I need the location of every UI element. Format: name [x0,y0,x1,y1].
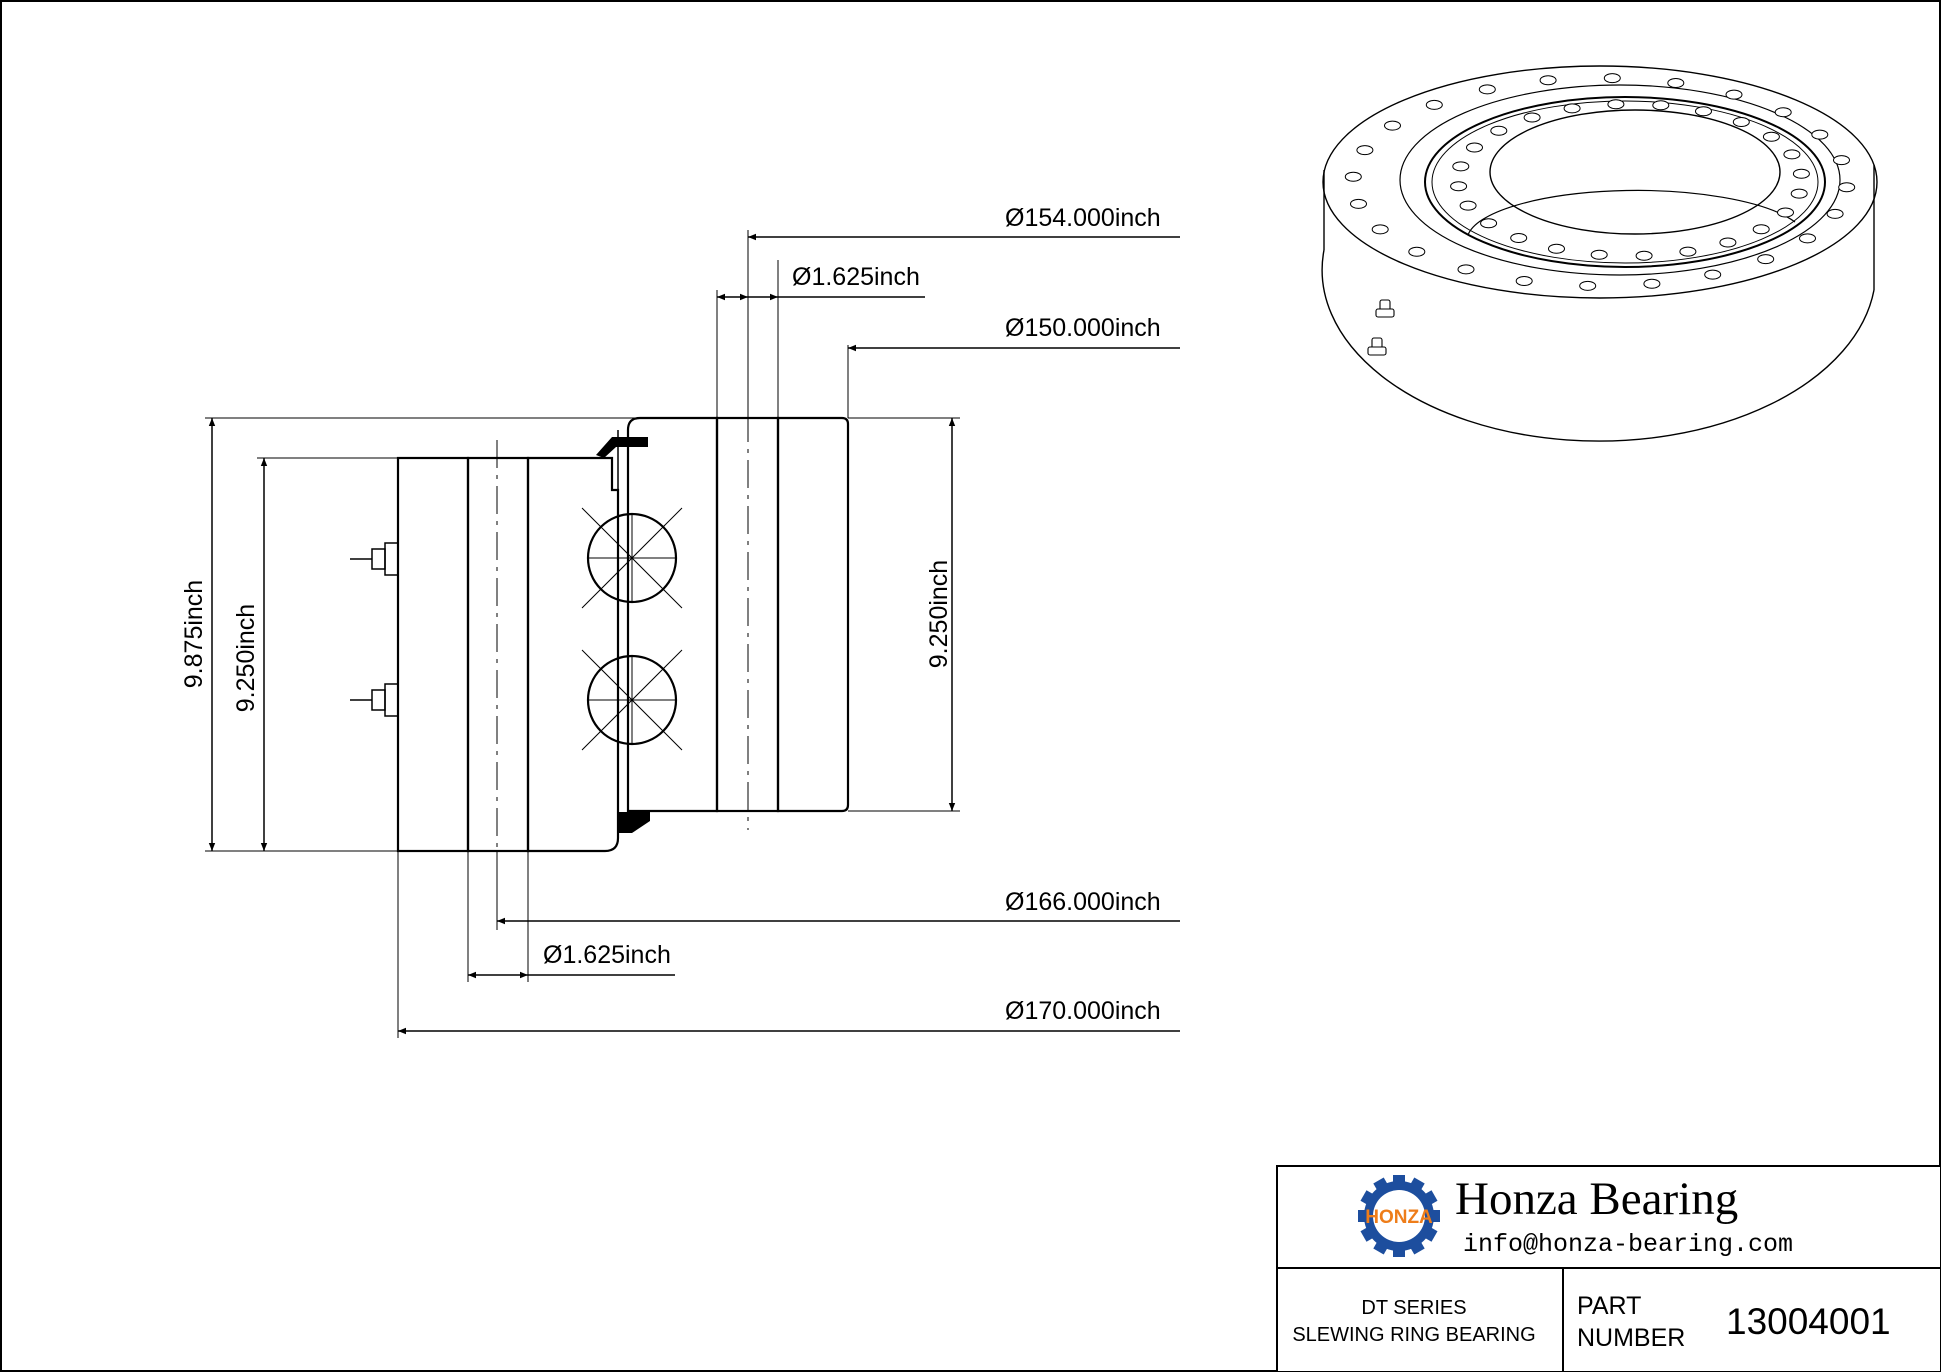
dim-top-2: Ø150.000inch [1005,314,1161,342]
dim-top-0: Ø154.000inch [1005,204,1161,232]
mounting-hole [1652,100,1670,111]
series-line-1: DT SERIES [1361,1297,1466,1319]
dim-height-inner: 9.250inch [232,604,260,712]
mounting-hole [1635,250,1653,261]
gear-tooth [1407,1236,1425,1255]
mounting-hole [1563,103,1581,114]
mounting-hole [1790,188,1808,199]
mounting-hole [1344,171,1362,182]
title-block: HONZA Honza Bearing info@honza-bearing.c… [1276,1165,1941,1372]
part-number: 13004001 [1726,1301,1891,1342]
mounting-hole [1408,246,1426,257]
grease-nipple-upper [350,542,399,576]
top-seal [596,437,648,458]
mounting-hole [1371,224,1389,235]
inner-ring-left-part [626,416,719,813]
outer-ring-right-part [526,456,620,853]
mounting-hole [1579,280,1597,291]
mounting-hole [1811,129,1829,140]
mounting-hole [1725,89,1743,100]
mounting-hole [1792,168,1810,179]
mounting-hole [1607,99,1625,110]
inner-mounting-holes [1450,99,1810,261]
gear-tooth [1360,1190,1379,1208]
dimensions: Ø154.000inch Ø1.625inch Ø150.000inch Ø16… [180,204,1180,1038]
mounting-hole [1643,278,1661,289]
gear-tooth [1393,1175,1405,1189]
dim-bottom-1: Ø1.625inch [543,941,671,969]
mounting-hole [1752,224,1770,235]
mounting-hole [1799,233,1816,244]
mounting-hole [1590,249,1608,260]
cross-section [350,230,850,930]
mounting-hole [1774,107,1792,118]
mounting-hole [1450,181,1468,192]
mounting-hole [1777,207,1794,218]
honza-logo: HONZA [1358,1175,1440,1257]
mounting-hole [1679,246,1697,257]
gear-tooth [1419,1190,1438,1208]
mounting-hole [1838,182,1856,193]
dim-bottom-2: Ø170.000inch [1005,997,1161,1025]
mounting-hole [1603,73,1621,84]
dim-height-right: 9.250inch [925,560,953,668]
mounting-hole [1356,145,1374,156]
mounting-hole [1667,78,1685,88]
isometric-bearing-view [1321,65,1878,442]
outer-ring-bolt-hole [466,456,530,853]
mounting-hole [1523,112,1541,123]
mounting-hole [1757,254,1775,265]
gear-tooth [1360,1224,1379,1242]
part-label-line-1: PART [1577,1292,1641,1320]
dim-bottom-0: Ø166.000inch [1005,888,1161,916]
gear-tooth [1419,1224,1438,1242]
mounting-hole [1732,117,1750,127]
mounting-hole [1719,237,1737,248]
mounting-hole [1783,149,1801,160]
mounting-hole [1459,200,1477,211]
mounting-hole [1548,243,1565,254]
bottom-seal [617,812,650,833]
series-line-2: SLEWING RING BEARING [1292,1324,1535,1346]
mounting-hole [1490,125,1508,136]
gear-tooth [1426,1210,1440,1222]
mounting-hole [1452,161,1470,172]
mounting-hole [1762,131,1780,142]
mounting-hole [1826,208,1844,219]
gear-tooth [1358,1210,1372,1222]
mounting-hole [1539,75,1557,86]
logo-text: HONZA [1365,1207,1433,1228]
ball-lower [581,649,683,751]
gear-tooth [1373,1236,1391,1255]
gear-tooth [1407,1177,1425,1196]
mounting-hole [1457,264,1475,275]
mounting-hole [1833,155,1850,166]
mounting-hole [1695,106,1712,117]
mounting-hole [1510,233,1528,243]
company-name: Honza Bearing [1455,1173,1738,1225]
part-label-line-2: NUMBER [1577,1324,1685,1352]
mounting-hole [1466,142,1483,153]
mounting-hole [1480,218,1498,229]
dim-height-outer: 9.875inch [180,580,208,688]
mounting-hole [1384,120,1401,131]
gear-tooth [1373,1177,1391,1196]
mounting-hole [1478,84,1496,95]
mounting-hole [1704,269,1722,280]
mounting-hole [1515,276,1533,286]
dim-top-1: Ø1.625inch [792,263,920,291]
gear-tooth [1393,1243,1405,1257]
inner-ring-right-part [776,416,850,813]
mounting-hole [1425,99,1443,110]
grease-nipple-lower [350,683,399,717]
mounting-hole [1350,198,1367,209]
outer-ring-left-part [396,456,470,853]
company-email: info@honza-bearing.com [1463,1230,1793,1259]
outer-mounting-holes [1344,73,1856,291]
